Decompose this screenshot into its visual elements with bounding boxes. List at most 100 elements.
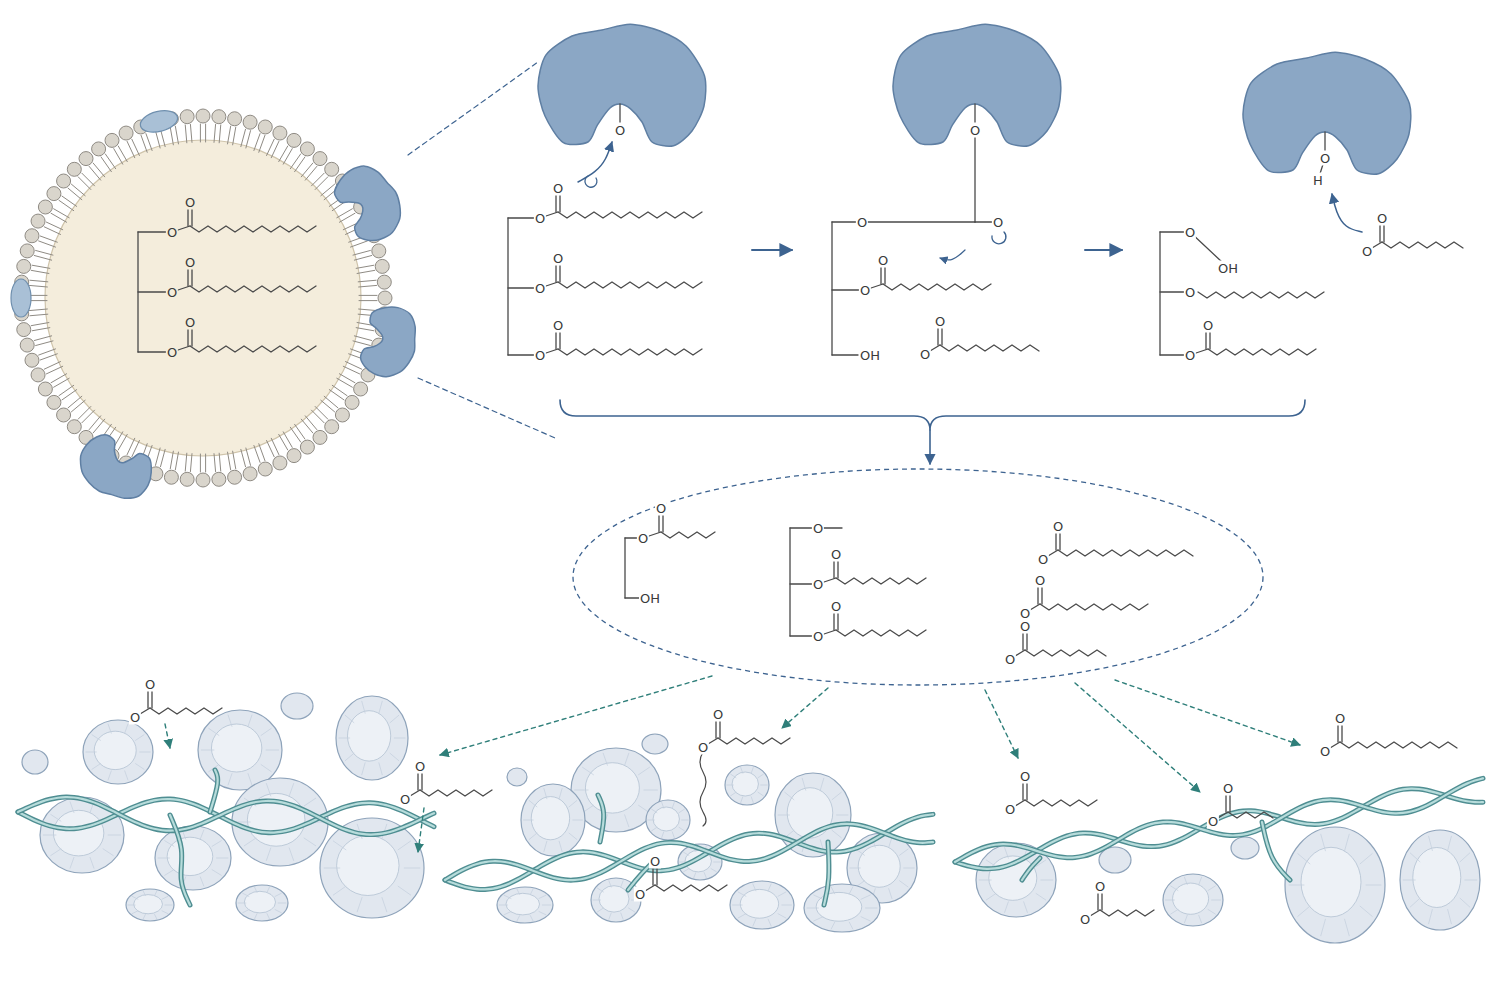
- particle-texture: [539, 895, 546, 898]
- lipid-tail: [356, 328, 374, 331]
- bond-line: [883, 284, 991, 290]
- bond-line: [507, 218, 508, 355]
- lipid-tail: [29, 295, 47, 296]
- particle-texture: [714, 862, 721, 863]
- particle-texture: [662, 832, 664, 838]
- particle: [804, 884, 880, 932]
- particle-texture: [140, 752, 151, 753]
- particle-texture: [217, 858, 228, 859]
- particle-texture: [751, 797, 753, 803]
- fiber-strand: [955, 778, 1483, 862]
- lipid-tail: [354, 255, 371, 260]
- particle-texture: [1184, 915, 1187, 922]
- lipid-tail: [32, 328, 50, 331]
- atom-label: O: [1361, 244, 1373, 259]
- atom-label: H: [1312, 173, 1324, 188]
- lipid-tail: [59, 385, 74, 395]
- particle-texture: [1360, 906, 1372, 916]
- lipid-head: [196, 109, 210, 123]
- lipid-head: [67, 162, 81, 176]
- lipase-enzyme: [70, 428, 160, 509]
- atom-label: O: [1184, 225, 1196, 240]
- lipid-head: [335, 408, 349, 422]
- lipid-head: [180, 472, 194, 486]
- lipase-enzyme: [538, 24, 706, 146]
- particle-texture: [866, 908, 877, 909]
- particle-texture: [499, 905, 507, 906]
- lipid-tail: [283, 149, 292, 165]
- particle-texture: [621, 881, 623, 887]
- particle: [1400, 830, 1480, 930]
- atom-label: O: [637, 531, 649, 546]
- particle-texture: [1410, 898, 1420, 907]
- particle-texture: [1171, 909, 1178, 914]
- particle-texture: [324, 868, 340, 869]
- atom-label: O: [830, 547, 842, 562]
- membrane-protein: [138, 107, 180, 136]
- fiber-core: [824, 842, 829, 905]
- particle-texture: [731, 792, 736, 796]
- particle-texture: [103, 849, 113, 856]
- lipid-head: [375, 259, 389, 273]
- lipase-enzyme: [1243, 52, 1411, 174]
- particle-texture: [136, 764, 144, 770]
- atom-label: O: [856, 215, 868, 230]
- particle-texture: [889, 837, 892, 847]
- lipid-tail: [359, 285, 377, 287]
- lipid-head: [287, 449, 301, 463]
- particle-texture: [51, 814, 61, 821]
- particle-texture: [814, 917, 823, 921]
- fiber-strand: [824, 842, 829, 905]
- particle-texture: [155, 891, 157, 896]
- particle: [281, 693, 313, 719]
- particle-texture: [682, 820, 689, 821]
- particle: [126, 889, 174, 921]
- particle-texture: [390, 715, 399, 722]
- particle-texture: [255, 914, 257, 919]
- particle-texture: [132, 911, 138, 914]
- particle-texture: [731, 774, 736, 778]
- particle-texture: [569, 833, 577, 839]
- particle-texture: [398, 841, 411, 850]
- lipid-tail: [31, 270, 49, 273]
- lipid-head: [79, 152, 93, 166]
- particle-texture: [339, 738, 350, 739]
- lipid-tail: [39, 241, 56, 247]
- lipid-tail: [34, 336, 51, 341]
- lipid-tail: [241, 449, 246, 466]
- particle-texture: [1345, 919, 1350, 936]
- particle-texture: [1298, 854, 1310, 864]
- particle-texture: [704, 873, 706, 878]
- particle-texture: [243, 893, 249, 896]
- lipid-head: [372, 244, 386, 258]
- atom-label: O: [1319, 151, 1331, 166]
- bond-line: [1100, 910, 1154, 916]
- bond-line: [420, 790, 492, 796]
- bond-line: [190, 226, 316, 232]
- particle-texture: [200, 877, 204, 886]
- particle-texture: [1321, 834, 1326, 851]
- atom-label: OH: [1217, 261, 1239, 276]
- particle-texture: [679, 827, 684, 831]
- lipid-head: [313, 430, 327, 444]
- particle-texture: [1024, 902, 1028, 913]
- bond-line: [1198, 292, 1324, 298]
- particle-texture: [266, 784, 270, 797]
- particle-texture: [559, 789, 562, 799]
- particle-texture: [679, 809, 684, 813]
- fiber-core: [18, 797, 434, 834]
- particle-texture: [1321, 919, 1326, 936]
- lipid-head: [57, 408, 71, 422]
- lipid-head: [243, 115, 257, 129]
- lipid-tail: [78, 177, 91, 190]
- fiber-strand: [170, 815, 190, 905]
- bond-line: [624, 538, 625, 598]
- fiber-core: [1022, 858, 1040, 880]
- particle-texture: [753, 884, 756, 891]
- particle-texture: [51, 849, 61, 856]
- particle-texture: [900, 881, 908, 887]
- particle-texture: [379, 763, 382, 775]
- arrow-line: [1115, 680, 1300, 745]
- fiber-core: [170, 815, 190, 905]
- bond-line: [836, 578, 926, 584]
